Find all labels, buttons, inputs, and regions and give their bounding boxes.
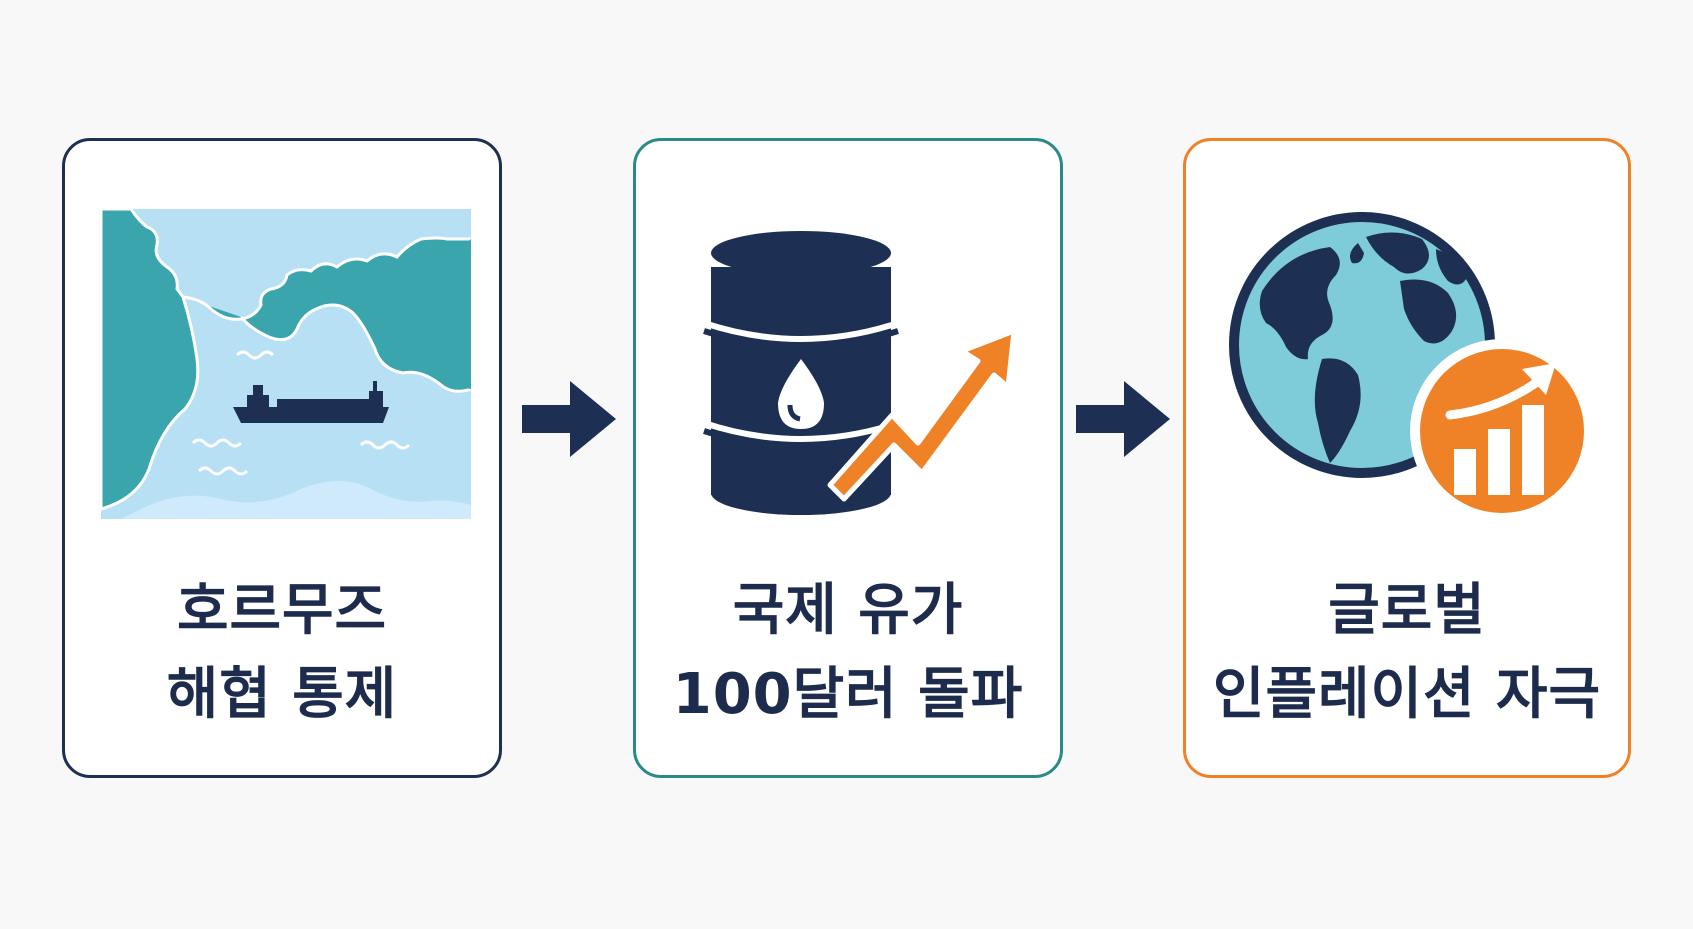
step-label-line-1: 글로벌 [1328, 578, 1486, 643]
strait-map-with-tanker-icon [101, 209, 471, 519]
step-card-oil-price: 국제 유가 100달러 돌파 [633, 138, 1063, 778]
step-label-line-1: 국제 유가 [732, 578, 964, 643]
step-label-line-1: 호르무즈 [176, 578, 388, 643]
step-label-global-inflation: 글로벌 인플레이션 자극 [1186, 569, 1628, 737]
step-label-hormuz: 호르무즈 해협 통제 [65, 569, 499, 737]
right-arrow-icon [1076, 381, 1170, 457]
step-label-line-2: 인플레이션 자극 [1212, 662, 1602, 727]
step-label-oil-price: 국제 유가 100달러 돌파 [636, 569, 1060, 737]
globe-growth-chart-icon [1229, 212, 1594, 523]
right-arrow-icon [522, 381, 616, 457]
step-card-hormuz: 호르무즈 해협 통제 [62, 138, 502, 778]
oil-barrel-rising-arrow-icon [703, 231, 1017, 515]
step-label-line-2: 해협 통제 [166, 662, 398, 727]
step-card-global-inflation: 글로벌 인플레이션 자극 [1183, 138, 1631, 778]
step-label-line-2: 100달러 돌파 [672, 662, 1024, 727]
